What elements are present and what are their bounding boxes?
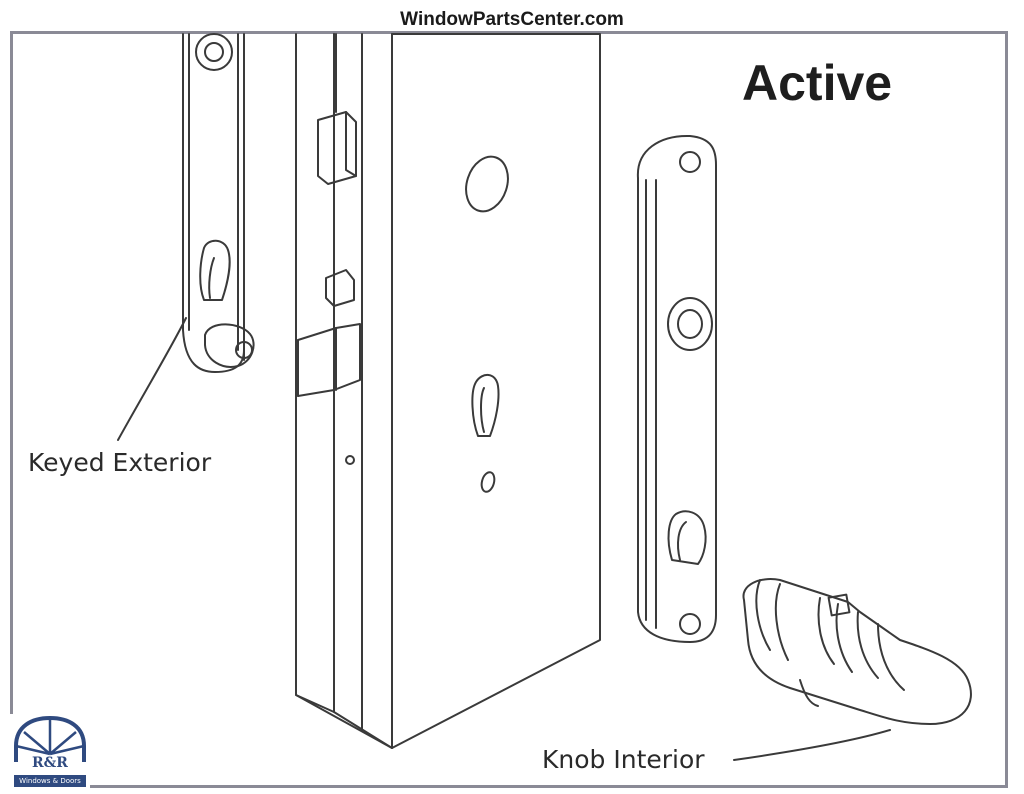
door-edge <box>295 33 601 749</box>
keyed-exterior-label: Keyed Exterior <box>28 448 212 477</box>
knob-interior-label: Knob Interior <box>542 745 705 774</box>
interior-keyhole <box>667 510 707 565</box>
keyed-exterior-leader <box>117 317 187 441</box>
exterior-escutcheon-plate <box>182 33 255 373</box>
exterior-cylinder-stub <box>204 323 255 368</box>
lock-dead-bolt <box>325 269 355 307</box>
lock-strike-block <box>297 323 361 397</box>
site-title: WindowPartsCenter.com <box>400 9 624 30</box>
door-face-holes <box>465 155 509 493</box>
diagram-frame <box>10 31 1008 788</box>
brand-logo: R&R Windows & Doors <box>10 714 90 790</box>
knob-cylinder <box>742 578 972 725</box>
exterior-keyhole <box>199 239 231 301</box>
active-label: Active <box>742 55 893 111</box>
interior-escutcheon-plate <box>636 134 717 643</box>
logo-monogram: R&R <box>32 755 68 771</box>
logo-tagline: Windows & Doors <box>14 775 86 787</box>
knob-interior-leader <box>733 729 891 761</box>
door-keyhole <box>471 374 500 437</box>
arch-window-icon <box>14 715 86 762</box>
